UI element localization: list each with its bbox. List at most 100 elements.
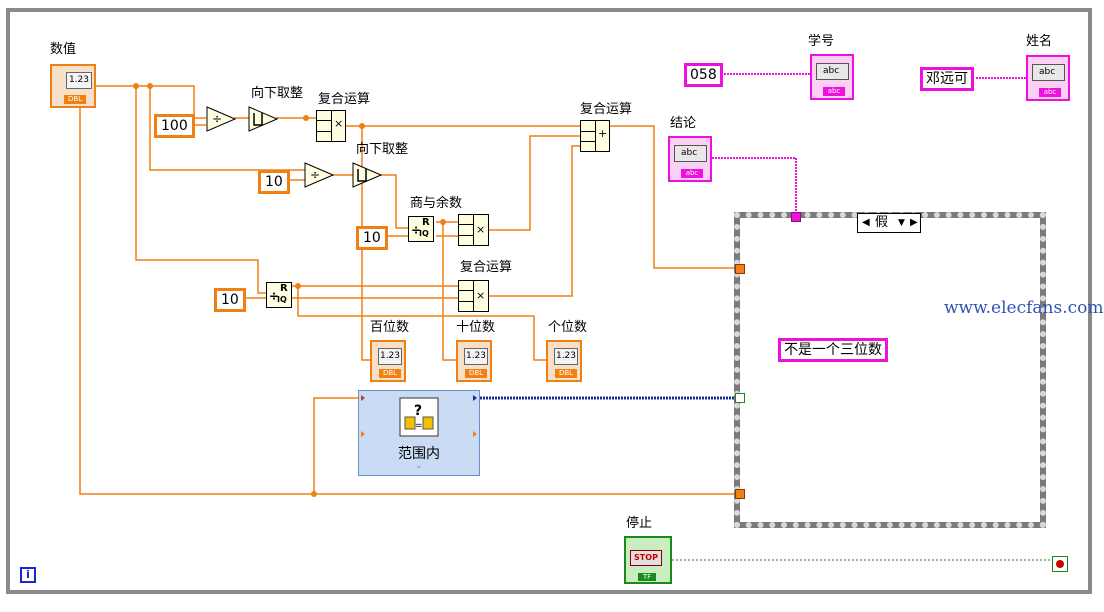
multiply-symbol: × xyxy=(476,223,486,236)
wire xyxy=(297,286,548,361)
wire xyxy=(442,222,456,361)
divide-node-2[interactable]: ÷ xyxy=(304,162,334,188)
stop-button-terminal[interactable]: STOP TF xyxy=(624,536,672,584)
add-symbol: + xyxy=(598,127,608,140)
divide-symbol: ÷ xyxy=(212,112,222,126)
tf-tag: TF xyxy=(638,573,656,581)
selector-left-arrow-icon[interactable]: ◀ xyxy=(862,217,870,228)
numeric-tunnel xyxy=(735,264,745,274)
input-terminal-arrow xyxy=(361,395,365,401)
stop-condition-icon xyxy=(1056,560,1064,568)
constant-100[interactable]: 100 xyxy=(154,114,195,138)
svg-text:=: = xyxy=(415,421,423,431)
student-id-indicator[interactable]: abc abc xyxy=(810,54,854,100)
compound-arithmetic-multiply-1[interactable]: × xyxy=(316,110,346,142)
multiply-symbol: × xyxy=(334,117,344,130)
wire xyxy=(608,125,736,269)
name-constant[interactable]: 邓远可 xyxy=(920,67,974,91)
qr-iq: IQ xyxy=(277,295,287,304)
numeric-tunnel xyxy=(735,489,745,499)
floor-label-2: 向下取整 xyxy=(356,142,409,157)
stop-button-display: STOP xyxy=(630,550,662,566)
floor-label-1: 向下取整 xyxy=(251,86,304,101)
ones-display: 1.23 xyxy=(554,348,578,365)
floor-node-2[interactable] xyxy=(352,162,382,188)
abc-tag: abc xyxy=(1039,88,1061,97)
svg-text:?: ? xyxy=(414,403,422,419)
divide-symbol: ÷ xyxy=(310,168,320,182)
expand-chevron-icon[interactable]: ⌄ xyxy=(415,461,423,471)
string-tunnel xyxy=(791,212,801,222)
numeric-control[interactable]: 1.23 DBL xyxy=(50,64,96,108)
dbl-tag: DBL xyxy=(465,369,487,378)
constant-10-a[interactable]: 10 xyxy=(258,170,290,194)
quot-rem-label: 商与余数 xyxy=(410,196,463,211)
case-string-constant[interactable]: 不是一个三位数 xyxy=(778,338,888,362)
student-id-constant[interactable]: 058 xyxy=(684,63,723,87)
case-selector-value: 假 xyxy=(875,215,889,230)
compound-arithmetic-multiply-3[interactable]: × xyxy=(458,280,489,312)
qr-r: R xyxy=(422,217,430,228)
hundreds-indicator[interactable]: 1.23 DBL xyxy=(370,340,406,382)
compound-arithmetic-add[interactable]: + xyxy=(580,120,610,152)
output-terminal-arrow xyxy=(473,431,477,437)
numeric-control-display: 1.23 xyxy=(66,72,92,89)
selector-terminal xyxy=(735,393,745,403)
abc-tag: abc xyxy=(823,87,845,96)
quotient-remainder-node-2[interactable]: ÷ R IQ xyxy=(266,282,292,308)
ones-indicator[interactable]: 1.23 DBL xyxy=(546,340,582,382)
conclusion-display: abc xyxy=(674,145,707,162)
divide-node-1[interactable]: ÷ xyxy=(206,106,236,132)
wire xyxy=(79,86,736,495)
name-label: 姓名 xyxy=(1026,34,1053,49)
wire xyxy=(489,145,580,297)
divide-symbol: ÷ xyxy=(269,289,280,303)
tens-indicator[interactable]: 1.23 DBL xyxy=(456,340,492,382)
loop-condition-terminal[interactable] xyxy=(1052,556,1068,572)
selector-dropdown-icon[interactable]: ▼ xyxy=(898,218,905,228)
input-terminal-arrow xyxy=(361,431,365,437)
tens-display: 1.23 xyxy=(464,348,488,365)
qr-iq: IQ xyxy=(419,229,429,238)
constant-10-c[interactable]: 10 xyxy=(214,288,246,312)
compound-label-2: 复合运算 xyxy=(460,260,513,275)
floor-node-1[interactable] xyxy=(248,106,278,132)
wire xyxy=(149,86,306,171)
in-range-label: 范围内 xyxy=(398,446,440,462)
watermark: www.elecfans.com xyxy=(944,298,1104,318)
dbl-tag: DBL xyxy=(379,369,401,378)
wire xyxy=(380,174,410,229)
compound-sum-label: 复合运算 xyxy=(580,102,633,117)
wire xyxy=(96,85,206,119)
qr-r: R xyxy=(280,283,288,294)
output-terminal-arrow xyxy=(473,395,477,401)
divide-symbol: ÷ xyxy=(411,223,422,237)
conclusion-indicator[interactable]: abc abc xyxy=(668,136,712,182)
numeric-control-label: 数值 xyxy=(50,42,77,57)
case-selector[interactable]: ◀ 假 ▼ ▶ xyxy=(857,213,921,233)
stop-label: 停止 xyxy=(626,516,653,531)
in-range-icon: ? = xyxy=(399,397,439,437)
wire xyxy=(313,397,360,494)
case-structure[interactable] xyxy=(734,212,1046,528)
abc-tag: abc xyxy=(681,169,703,178)
hundreds-label: 百位数 xyxy=(370,320,410,335)
selector-right-arrow-icon[interactable]: ▶ xyxy=(910,217,918,228)
constant-10-b[interactable]: 10 xyxy=(356,226,388,250)
compound-arithmetic-multiply-2[interactable]: × xyxy=(458,214,489,246)
tens-label: 十位数 xyxy=(456,320,496,335)
name-display: abc xyxy=(1032,64,1065,81)
quotient-remainder-node-1[interactable]: ÷ R IQ xyxy=(408,216,434,242)
name-indicator[interactable]: abc abc xyxy=(1026,55,1070,101)
in-range-express-vi[interactable]: ? = 范围内 ⌄ xyxy=(358,390,480,476)
compound-label-1: 复合运算 xyxy=(318,92,371,107)
conclusion-label: 结论 xyxy=(670,116,697,131)
iteration-terminal-icon: i xyxy=(20,567,36,583)
dbl-tag: DBL xyxy=(64,95,86,104)
ones-label: 个位数 xyxy=(548,320,588,335)
wire xyxy=(489,135,580,231)
hundreds-display: 1.23 xyxy=(378,348,402,365)
student-id-display: abc xyxy=(816,63,849,80)
multiply-symbol: × xyxy=(476,289,486,302)
